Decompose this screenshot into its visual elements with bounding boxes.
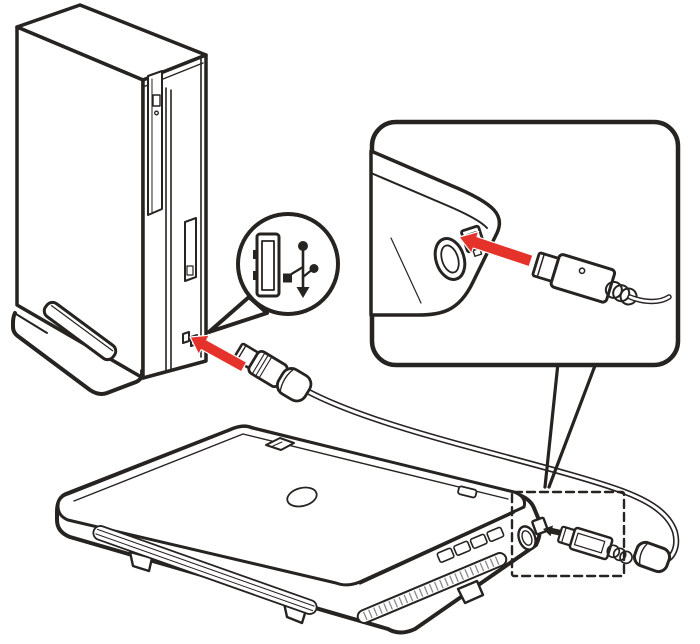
ferrite-bead-computer <box>275 367 313 403</box>
red-arrow-closeup <box>458 230 534 268</box>
optical-drive-slot <box>147 70 163 216</box>
ribbed-grip-strip <box>356 552 508 624</box>
security-ring <box>517 525 537 551</box>
computer-tower <box>15 3 208 380</box>
red-arrow-computer <box>189 334 248 373</box>
usb-port-icon <box>253 232 281 298</box>
usb-symbol-icon <box>283 241 319 298</box>
closeup-usb-connector <box>531 251 638 306</box>
scanner-logo <box>286 486 318 508</box>
usb-cable <box>303 387 680 565</box>
closeup-cable <box>627 294 672 305</box>
usb-mini-connector-scanner <box>557 525 633 565</box>
scanner <box>55 424 549 635</box>
closeup-ring <box>433 237 467 281</box>
usb-callout-balloon <box>207 212 340 334</box>
scanner-usb-port <box>531 516 549 536</box>
stand-fin <box>42 300 118 362</box>
lid-hinge <box>457 485 478 499</box>
closeup-callout <box>369 119 681 489</box>
closeup-scanner-corner <box>369 149 502 317</box>
computer-stand <box>11 300 145 396</box>
connection-highlight-dashed-box <box>510 490 626 578</box>
card-slot <box>184 217 197 282</box>
front-stripe-band <box>92 525 318 615</box>
ferrite-bead-scanner <box>632 540 672 574</box>
usb-a-connector <box>232 342 313 403</box>
lid-latch <box>265 437 295 451</box>
scanner-buttons <box>436 526 505 563</box>
